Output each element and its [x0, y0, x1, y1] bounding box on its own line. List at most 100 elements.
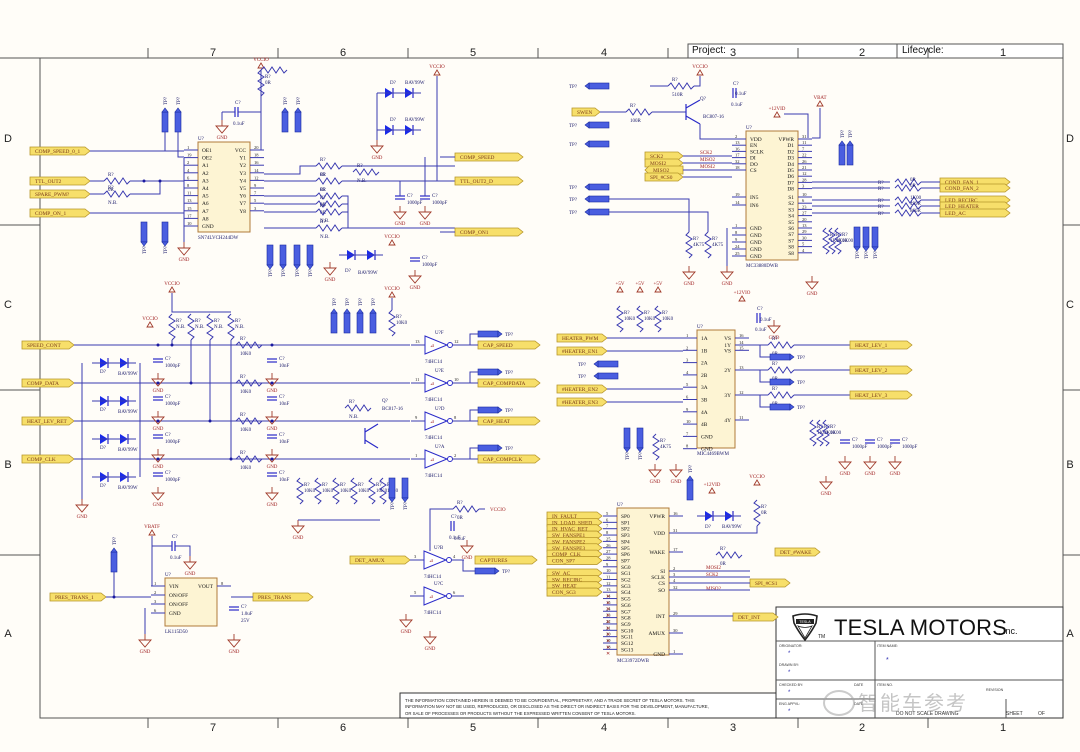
test-point-icon: TP? [838, 129, 846, 166]
zone-column-top: 1 [1000, 47, 1006, 59]
pin-name: A2 [202, 171, 209, 177]
test-point-icon: TP? [769, 353, 806, 361]
lifecycle-field: Lifecycle: [902, 45, 944, 56]
test-point-arrow [494, 567, 500, 575]
resistor: R?10K0 [388, 309, 408, 337]
test-point-arrow [279, 264, 287, 270]
eng-appvl-value: * [788, 709, 791, 715]
port-shape [732, 612, 779, 622]
pin-name: OE2 [202, 156, 212, 162]
port-shape [21, 454, 75, 464]
diode-pair-bav99w-power [697, 511, 741, 521]
wire [429, 508, 453, 551]
test-point-body [477, 330, 499, 338]
resistor-zigzag [235, 379, 263, 387]
test-point-arrow [789, 403, 795, 411]
gnd-icon: GND [805, 276, 819, 297]
power-arrow [636, 286, 644, 293]
pin-name: Y7 [239, 201, 246, 207]
pin-number: 8 [735, 230, 738, 235]
gnd-symbol [138, 639, 152, 648]
gnd-icon: GND [265, 487, 279, 508]
port-speed-cont: SPEED_CONT [21, 340, 75, 350]
transistor-part: BC817-16 [382, 407, 403, 412]
diode-part: BAV99W [722, 525, 742, 530]
test-point-body [588, 183, 610, 191]
originator-value: * [788, 651, 791, 657]
gnd-label: GND [267, 465, 278, 470]
gnd-symbol [393, 211, 407, 220]
port-spare-pwm: SPARE_PWM? [29, 189, 91, 199]
pin-number: 3 [254, 206, 257, 211]
pin-number: 32 [735, 159, 740, 164]
resistor: R?N.B. [315, 220, 343, 240]
gnd-symbol [423, 636, 437, 645]
power-label: +12VID [704, 483, 721, 488]
power-label: +12VID [769, 107, 786, 112]
test-point-label: TP? [639, 451, 644, 460]
power-label: VCCIO [164, 282, 180, 287]
pin-number: 2 [735, 134, 737, 139]
test-point-arrow [584, 121, 590, 129]
port-heat-lev-1: HEAT_LEV_1 [849, 340, 913, 350]
pin-number: 11 [415, 377, 419, 382]
pin-number: 15 [606, 600, 611, 605]
pin-number: 5 [254, 198, 257, 203]
wire [469, 371, 478, 383]
resistor: R?10K0 [332, 477, 352, 505]
pin-name: OE1 [202, 148, 212, 154]
gnd-label: GND [179, 258, 190, 263]
ic-body [696, 329, 736, 449]
gnd-icon: GND [265, 411, 279, 432]
port-text: HEAT_LEV_3 [855, 393, 888, 399]
resistor-value: 1K00 [817, 431, 829, 436]
pin-name: D5 [787, 168, 794, 174]
test-point-body [636, 427, 644, 449]
gnd-symbol [323, 267, 337, 276]
ic-mc33972: U?MC33972DWB5SP06SP17SP28SP325SP426SP527… [603, 503, 670, 664]
test-point-arrow [161, 241, 169, 247]
pin-number: 6 [187, 175, 190, 180]
gate-body [424, 411, 449, 431]
pin-name: SP1 [621, 520, 630, 526]
pin-name: 4A [701, 410, 708, 416]
test-point-label: TP? [359, 297, 364, 306]
test-point-arrow [584, 208, 590, 216]
ref-designator: C? [432, 194, 438, 199]
power-arrow [816, 100, 824, 107]
gnd-icon: GND [183, 556, 197, 577]
gnd-symbol [151, 454, 165, 463]
port-text: CON_SG3 [552, 590, 576, 596]
pin-number: 27 [802, 211, 807, 216]
port-shape [477, 378, 541, 388]
pin-number: 23 [802, 204, 807, 209]
gnd-label: GND [140, 650, 151, 655]
port-comp-speed-0-1: COMP_SPEED_0_1 [29, 146, 91, 156]
test-point-arrow [584, 82, 590, 90]
pin-name: VIN [169, 584, 179, 590]
gnd-symbol [767, 325, 781, 334]
port-con-sg3: CON_SG3 [546, 587, 603, 597]
pin-number: 11 [606, 575, 610, 580]
pin-name: GND [750, 226, 762, 232]
cap-value: 1000pF [902, 445, 918, 450]
test-point-label: TP? [296, 268, 301, 277]
power-arrow [257, 62, 265, 69]
gnd-symbol [151, 378, 165, 387]
pin-name: VOUT [198, 584, 214, 590]
test-point-label: TP? [569, 186, 578, 191]
port-heater-en3: #HEATER_EN3 [556, 397, 608, 407]
gnd-icon: GND [215, 120, 229, 141]
test-point-icon: TP? [623, 427, 631, 460]
gnd-symbol [418, 211, 432, 220]
gnd-icon: GND [151, 411, 165, 432]
power-icon: VCCIO [384, 235, 400, 246]
port-shape [939, 183, 1011, 193]
port-heat-lev-ret: HEAT_LEV_RET [21, 416, 75, 426]
zone-column-top: 4 [601, 47, 607, 59]
hysteresis-mark: ⊿ [430, 420, 434, 425]
resistor: R?10K0 [654, 305, 674, 333]
resistor: R?N.B. [227, 313, 244, 341]
ref-designator: R? [240, 375, 246, 380]
resistor: R?0R [257, 69, 272, 97]
